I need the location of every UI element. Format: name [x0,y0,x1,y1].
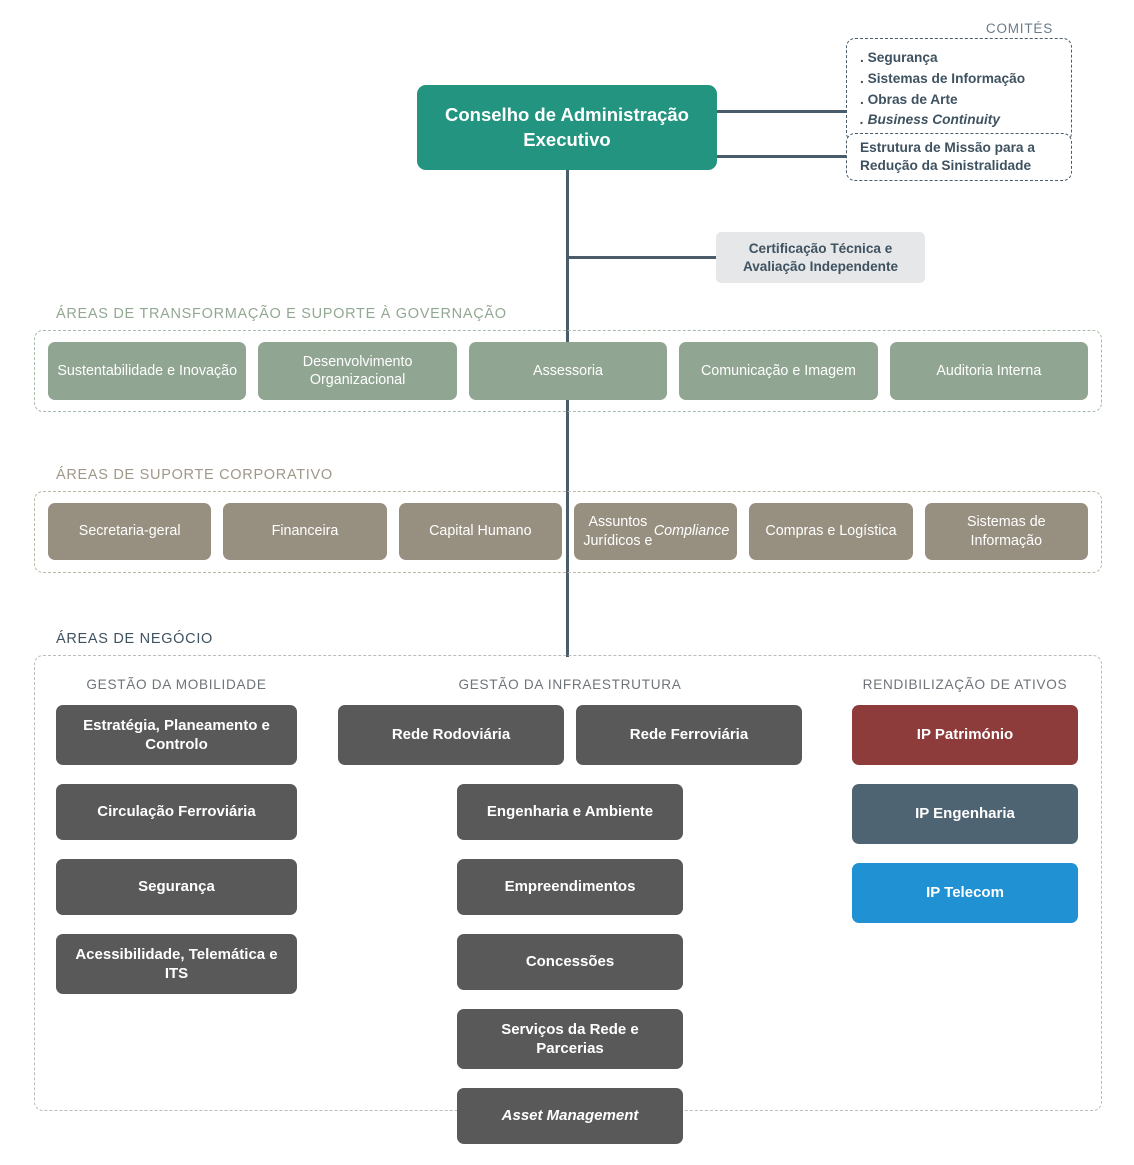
corporate-item-sistemas-informacao[interactable]: Sistemas de Informação [924,503,1088,560]
business-pair-redes: Rede Rodoviária Rede Ferroviária [338,705,802,784]
business-item-ip-engenharia[interactable]: IP Engenharia [852,784,1078,844]
committees-group: COMITÉS . Segurança . Sistemas de Inform… [846,21,1072,143]
mission-structure-label: Estrutura de Missão para a Redução da Si… [860,140,1035,173]
mission-structure-box[interactable]: Estrutura de Missão para a Redução da Si… [846,133,1072,181]
business-item-estrategia[interactable]: Estratégia, Planeamento e Controlo [56,705,297,765]
governance-section: ÁREAS DE TRANSFORMAÇÃO E SUPORTE À GOVER… [34,306,1102,412]
committees-box[interactable]: . Segurança . Sistemas de Informação . O… [846,38,1072,143]
business-item-empreendimentos[interactable]: Empreendimentos [457,859,683,915]
connector-spine-to-certification [566,256,718,259]
business-item-ip-telecom[interactable]: IP Telecom [852,863,1078,923]
corporate-frame [34,491,1102,573]
corporate-item-capital-humano[interactable]: Capital Humano [398,503,562,560]
business-item-engenharia-ambiente[interactable]: Engenharia e Ambiente [457,784,683,840]
business-column-title: RENDIBILIZAÇÃO DE ATIVOS [862,677,1068,692]
corporate-item-assuntos-juridicos[interactable]: Assuntos Jurídicos e Compliance [573,503,738,560]
business-item-rede-ferroviaria[interactable]: Rede Ferroviária [576,705,802,765]
executive-board-box[interactable]: Conselho de Administração Executivo [417,85,717,170]
corporate-item-compras-logistica[interactable]: Compras e Logística [749,503,913,560]
business-item-ip-patrimonio[interactable]: IP Património [852,705,1078,765]
governance-item-comunicacao[interactable]: Comunicação e Imagem [679,342,878,400]
business-item-rede-rodoviaria[interactable]: Rede Rodoviária [338,705,564,765]
business-item-concessoes[interactable]: Concessões [457,934,683,990]
business-column-rendibilizacao: RENDIBILIZAÇÃO DE ATIVOS IP Património I… [852,677,1078,942]
governance-frame [34,330,1102,412]
business-column-title: GESTÃO DA MOBILIDADE [86,677,267,692]
business-item-servicos-rede[interactable]: Serviços da Rede e Parcerias [457,1009,683,1069]
committee-item: . Segurança [860,50,938,65]
business-item-acessibilidade[interactable]: Acessibilidade, Telemática e ITS [56,934,297,994]
corporate-item-financeira[interactable]: Financeira [223,503,387,560]
governance-section-label: ÁREAS DE TRANSFORMAÇÃO E SUPORTE À GOVER… [50,306,513,322]
business-column-mobilidade: GESTÃO DA MOBILIDADE Estratégia, Planeam… [56,677,297,1013]
business-section-label: ÁREAS DE NEGÓCIO [50,631,220,647]
governance-item-desenvolvimento[interactable]: Desenvolvimento Organizacional [258,342,457,400]
governance-item-assessoria[interactable]: Assessoria [468,342,668,400]
committee-item: . Business Continuity [860,112,1000,128]
committees-label: COMITÉS [980,21,1058,36]
business-item-asset-management[interactable]: Asset Management [457,1088,683,1144]
governance-row: Sustentabilidade e Inovação Desenvolvime… [48,342,1089,400]
business-section: ÁREAS DE NEGÓCIO GESTÃO DA MOBILIDADE Es… [34,631,1102,1144]
connector-exec-to-mission [717,155,847,158]
connector-spine-vertical [566,170,569,657]
business-column-title: GESTÃO DA INFRAESTRUTURA [458,677,682,692]
committee-item: . Obras de Arte [860,91,958,107]
business-item-seguranca[interactable]: Segurança [56,859,297,915]
connector-exec-to-committees [717,110,847,113]
governance-item-sustentabilidade[interactable]: Sustentabilidade e Inovação [48,342,247,400]
business-item-circulacao-ferroviaria[interactable]: Circulação Ferroviária [56,784,297,840]
technical-certification-box[interactable]: Certificação Técnica e Avaliação Indepen… [716,232,925,283]
committee-item: . Sistemas de Informação [860,70,1026,86]
corporate-section-label: ÁREAS DE SUPORTE CORPORATIVO [50,467,339,483]
governance-item-auditoria[interactable]: Auditoria Interna [889,342,1089,400]
business-column-infraestrutura: GESTÃO DA INFRAESTRUTURA Rede Rodoviária… [338,677,802,1163]
business-infra-stack: Engenharia e Ambiente Empreendimentos Co… [457,784,683,1144]
corporate-item-secretaria-geral[interactable]: Secretaria-geral [48,503,212,560]
corporate-section: ÁREAS DE SUPORTE CORPORATIVO Secretaria-… [34,467,1102,573]
technical-certification-label: Certificação Técnica e Avaliação Indepen… [742,240,899,274]
corporate-row: Secretaria-geral Financeira Capital Huma… [48,503,1088,560]
